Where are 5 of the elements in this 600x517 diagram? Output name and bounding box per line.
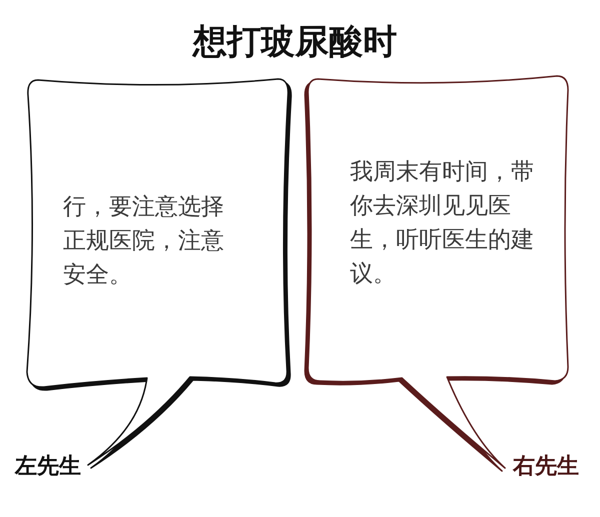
speech-text: 我周末有时间，带你去深圳见见医生，听听医生的建议。 bbox=[350, 158, 535, 289]
title: 想打玻尿酸时 bbox=[193, 22, 397, 62]
speaker-name: 左先生 bbox=[15, 453, 81, 481]
speech-text: 行，要注意选择正规医院，注意安全。 bbox=[63, 193, 225, 290]
speaker-name: 右先生 bbox=[513, 453, 579, 481]
